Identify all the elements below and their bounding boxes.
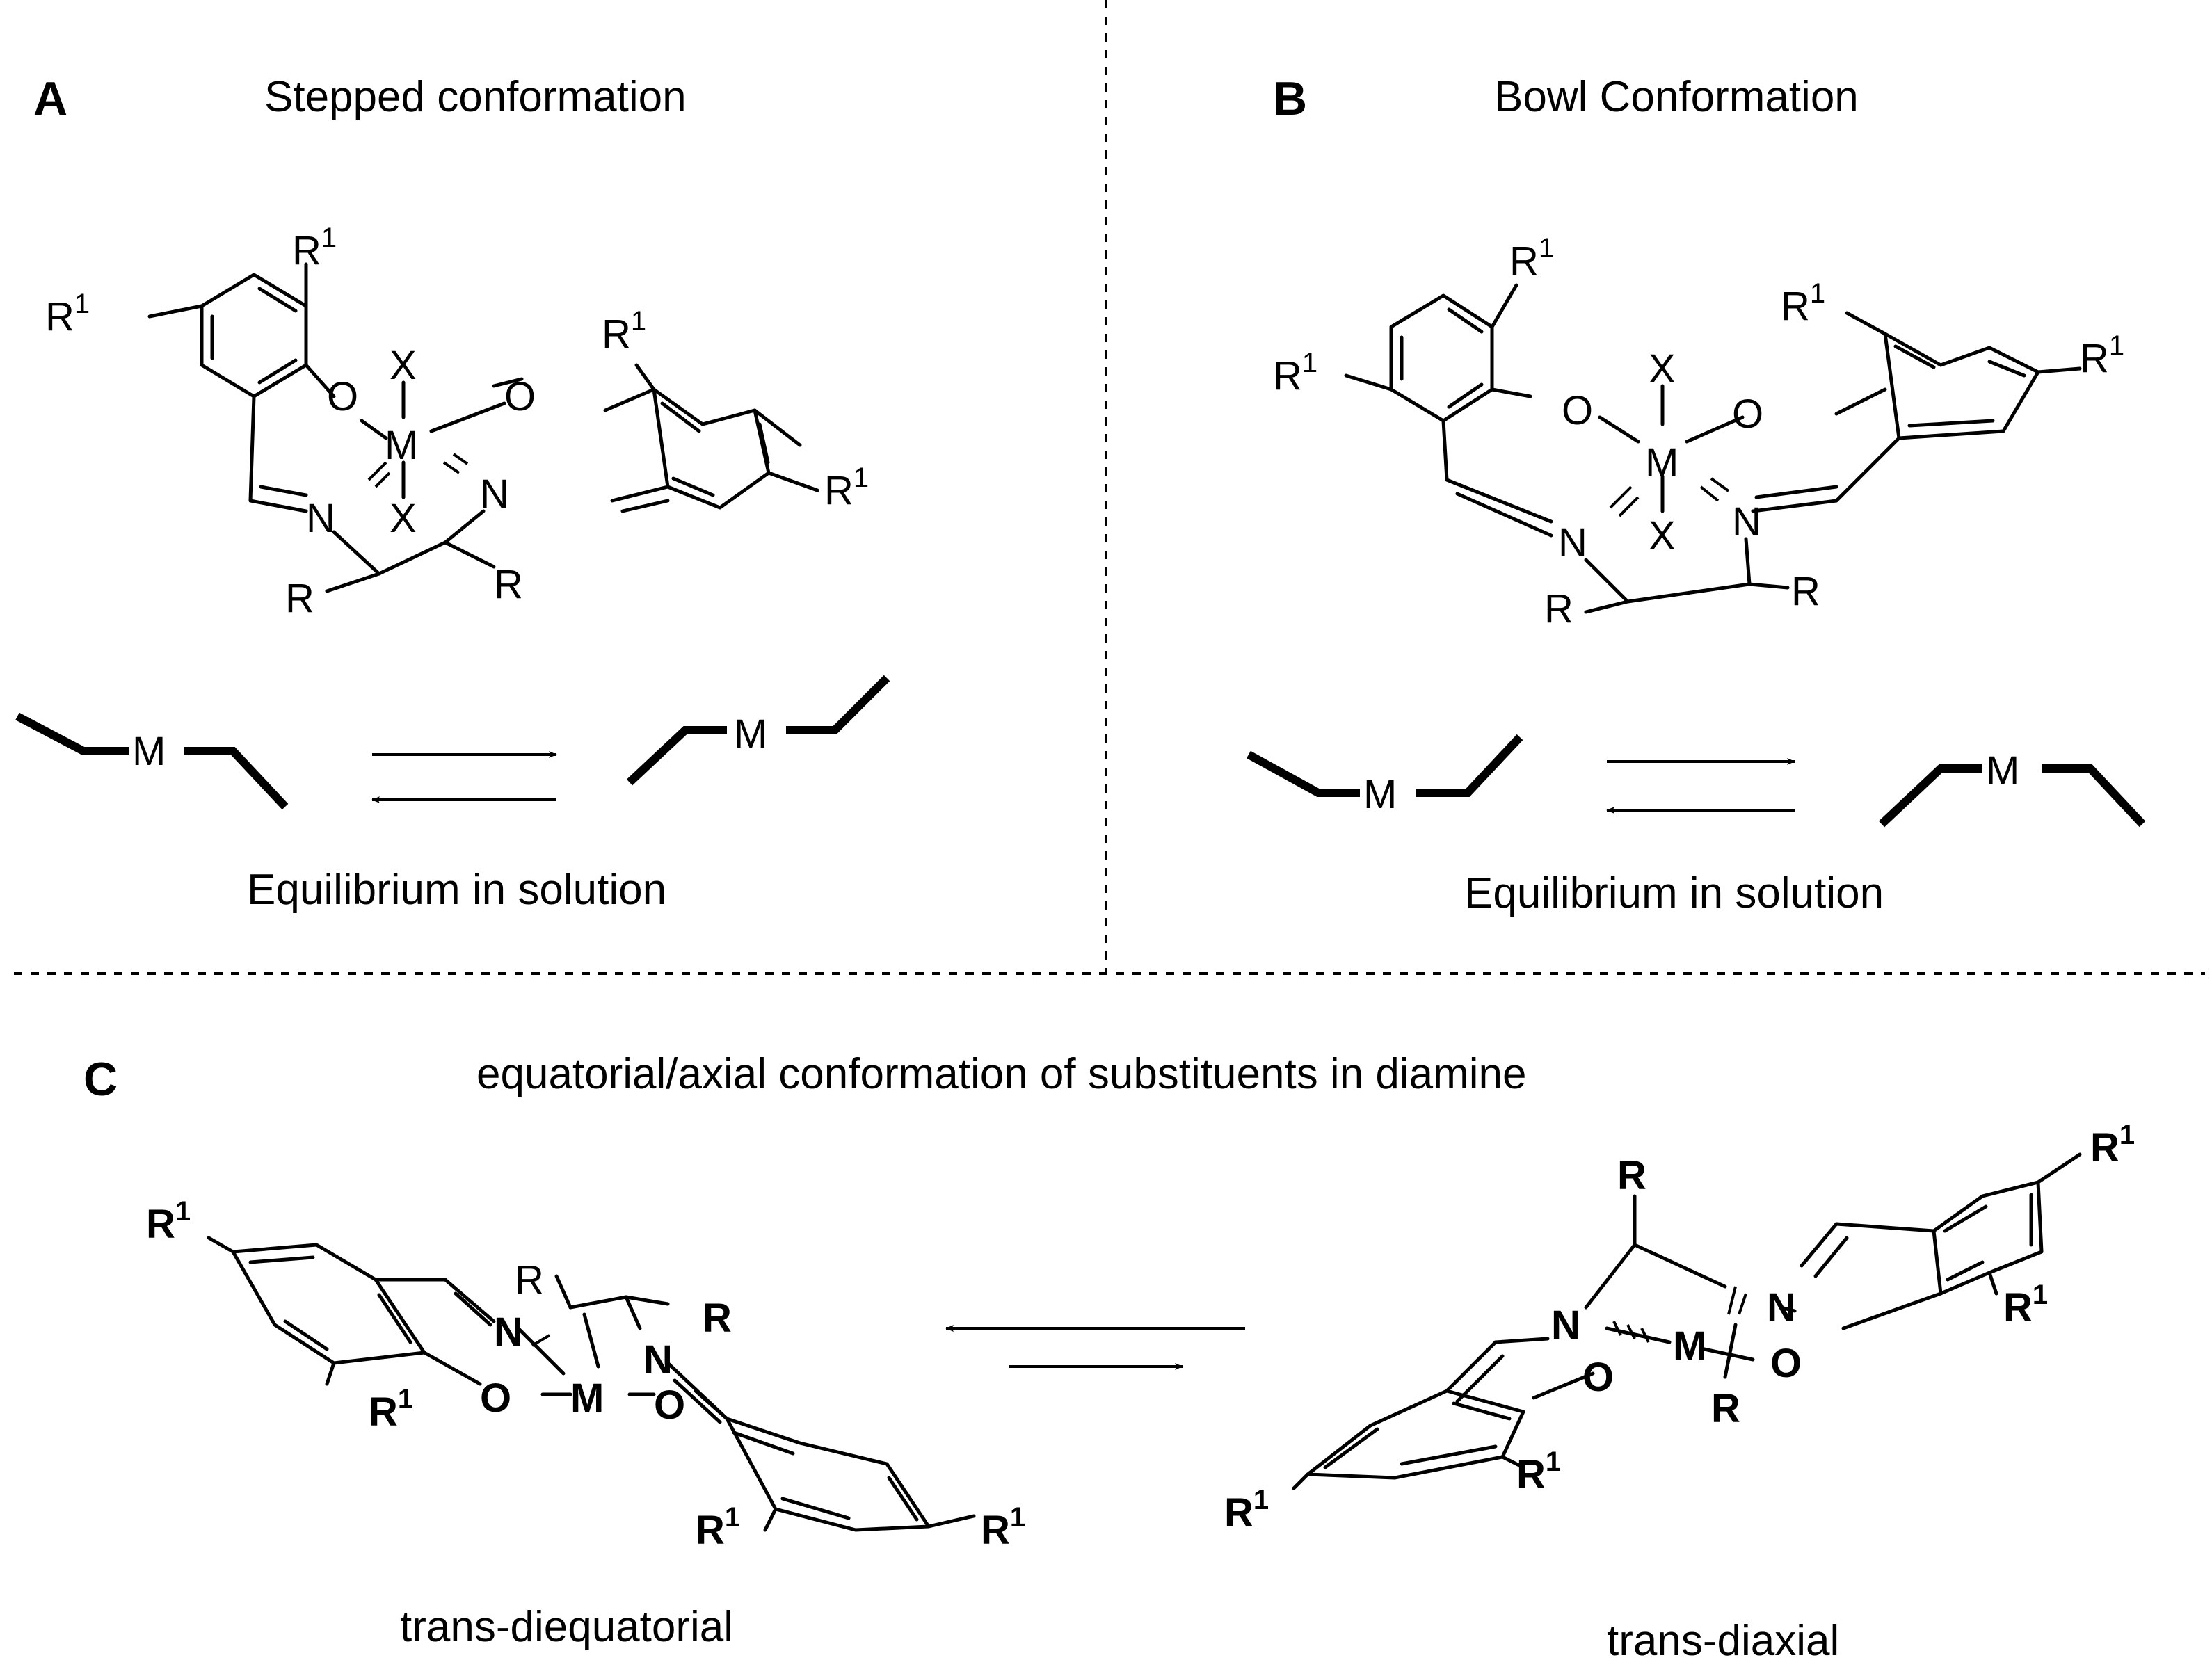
atom-r: R	[515, 1257, 544, 1303]
atom-r1: R1	[1781, 278, 1825, 329]
atom-r1: R1	[369, 1384, 413, 1435]
trans-diequatorial-molecule: N N O M O R R R1 R1 R1 R1	[146, 1196, 1025, 1553]
atom-x: X	[1649, 346, 1676, 392]
atom-o: O	[1562, 388, 1593, 433]
atom-o: O	[327, 374, 358, 419]
atom-n: N	[494, 1310, 523, 1355]
schematic-metal: M	[132, 729, 166, 774]
panel-a-title: Stepped conformation	[264, 73, 687, 121]
panel-a-molecule: O O M X X N N R R R1 R1 R1 R1	[45, 223, 869, 621]
atom-r1: R1	[981, 1502, 1025, 1553]
atom-o: O	[1732, 392, 1763, 437]
atom-r: R	[285, 576, 314, 621]
panel-c-letter: C	[83, 1053, 118, 1106]
schematic-metal: M	[734, 711, 767, 757]
atom-r1: R1	[602, 306, 646, 357]
atom-x: X	[390, 496, 417, 541]
trans-diequatorial-caption: trans-diequatorial	[400, 1603, 733, 1651]
atom-r1: R1	[1509, 233, 1554, 284]
atom-n: N	[1551, 1303, 1580, 1348]
atom-r: R	[494, 562, 523, 607]
atom-r1: R1	[2003, 1280, 2048, 1330]
panel-b-schematic: M M	[1247, 734, 2146, 828]
atom-o: O	[1582, 1355, 1614, 1400]
atom-r: R	[1617, 1153, 1646, 1198]
panel-a-caption: Equilibrium in solution	[247, 866, 666, 914]
atom-n: N	[306, 496, 335, 541]
atom-r: R	[1791, 569, 1820, 614]
atom-x: X	[390, 343, 417, 388]
atom-r1: R1	[1273, 348, 1317, 398]
atom-r1: R1	[45, 289, 90, 339]
panel-b-molecule: O O M X X N N R R R1 R1 R1 R1	[1273, 233, 2124, 631]
panel-b-title: Bowl Conformation	[1494, 73, 1859, 121]
panel-b-caption: Equilibrium in solution	[1464, 869, 1884, 917]
atom-m: M	[385, 423, 418, 468]
atom-n: N	[1558, 520, 1587, 565]
atom-r1: R1	[824, 462, 869, 513]
schematic-metal: M	[1363, 772, 1397, 817]
trans-diaxial-caption: trans-diaxial	[1607, 1617, 1839, 1665]
panel-a-schematic: M M	[15, 675, 890, 810]
atom-x: X	[1649, 513, 1676, 558]
atom-o: O	[654, 1383, 685, 1428]
atom-r: R	[703, 1296, 732, 1341]
panel-a-letter: A	[33, 72, 67, 125]
atom-r: R	[1711, 1386, 1740, 1431]
panel-b-letter: B	[1273, 72, 1307, 125]
trans-diaxial-molecule: R N M O N O R R1 R1 R1 R1	[1224, 1120, 2135, 1536]
atom-n: N	[480, 472, 509, 517]
atom-m: M	[570, 1376, 604, 1421]
atom-r1: R1	[696, 1502, 740, 1553]
atom-r1: R1	[1516, 1447, 1561, 1497]
atom-o: O	[1770, 1341, 1802, 1386]
atom-n: N	[1767, 1285, 1796, 1330]
panel-b: B Bowl Conformation	[1247, 72, 2146, 917]
atom-o: O	[504, 374, 536, 419]
atom-r1: R1	[292, 223, 337, 273]
atom-n: N	[643, 1337, 673, 1383]
panel-c: C equatorial/axial conformation of subst…	[83, 1050, 2135, 1665]
panel-c-title: equatorial/axial conformation of substit…	[476, 1050, 1527, 1098]
atom-m: M	[1645, 440, 1678, 485]
atom-r: R	[1544, 586, 1573, 631]
schematic-metal: M	[1986, 748, 2019, 793]
atom-n: N	[1732, 499, 1761, 545]
atom-r1: R1	[2090, 1120, 2135, 1170]
atom-m: M	[1673, 1323, 1706, 1369]
atom-o: O	[480, 1376, 511, 1421]
panel-a: A Stepped conformation	[15, 72, 890, 914]
atom-r1: R1	[146, 1196, 191, 1247]
atom-r1: R1	[2080, 330, 2124, 381]
atom-r1: R1	[1224, 1485, 1269, 1536]
